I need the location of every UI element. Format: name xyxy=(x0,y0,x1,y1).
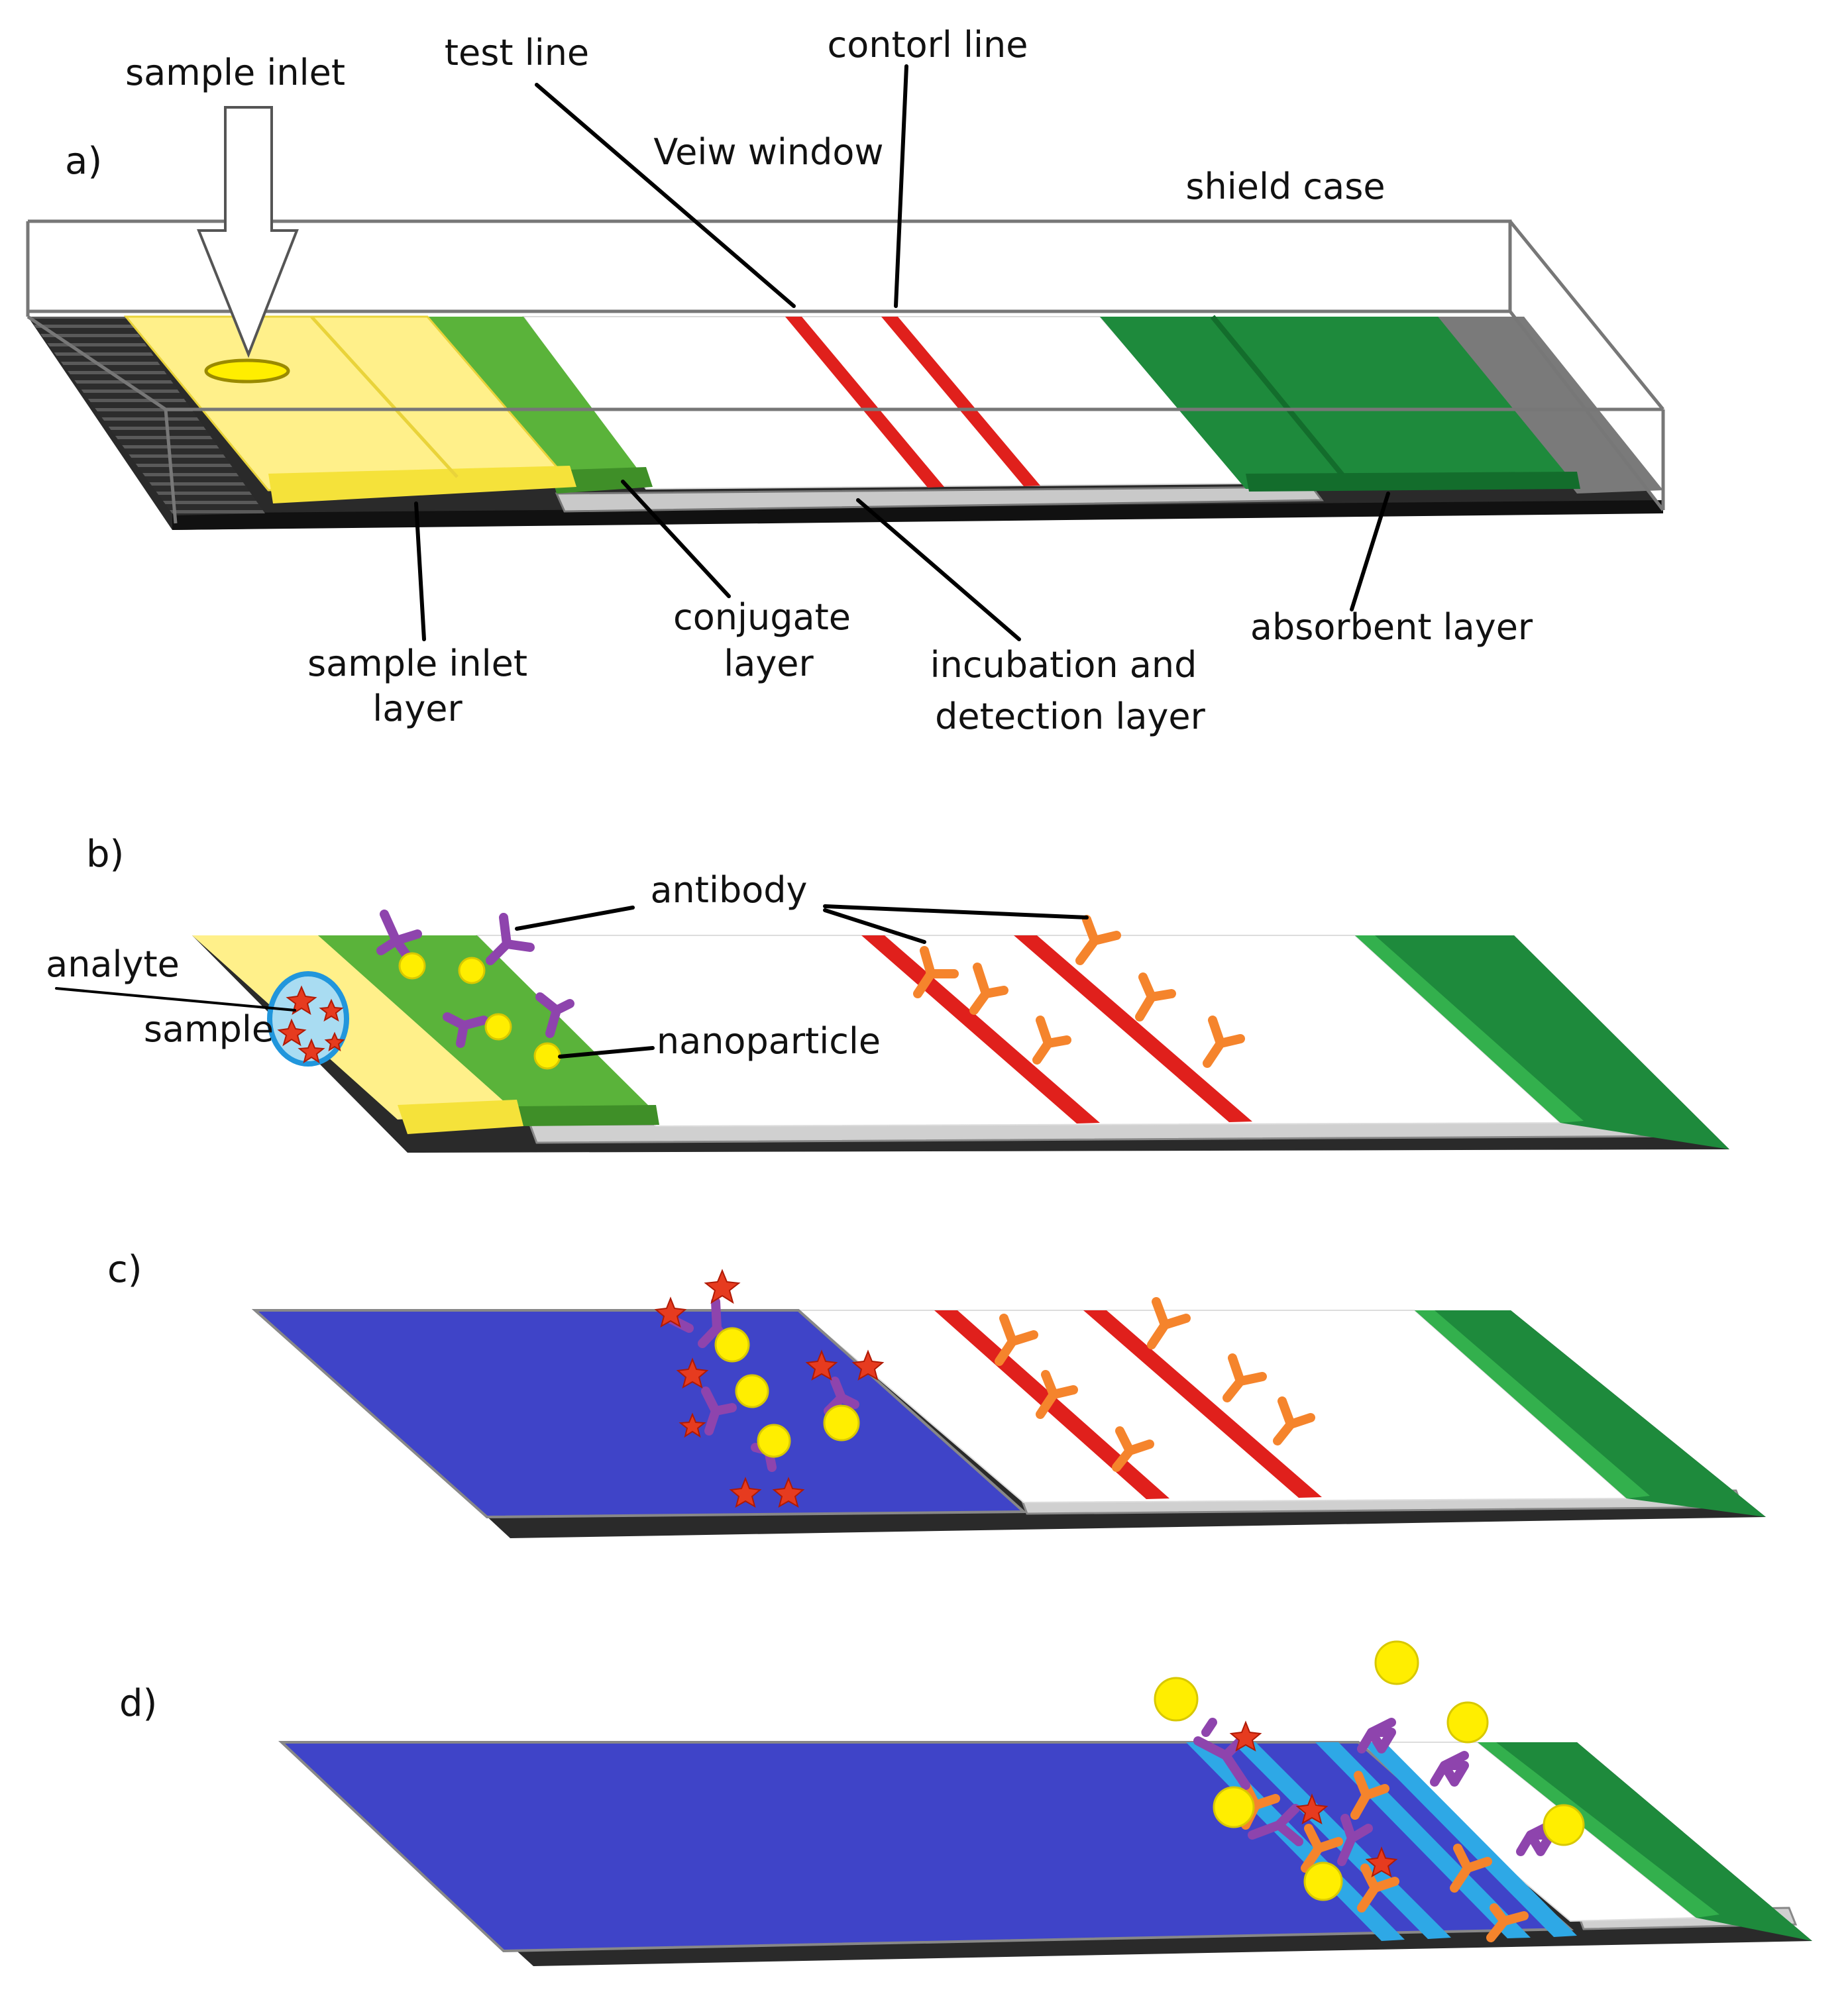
label-conjugate-layer-1: conjugate xyxy=(673,596,851,638)
leader-incubation-layer xyxy=(856,498,1021,641)
control-line-c xyxy=(1083,1310,1322,1498)
ridged-end xyxy=(28,317,265,515)
leader-antibody-control xyxy=(823,904,1089,919)
absorbent-pad-b xyxy=(1355,935,1729,1149)
absorbent-pad-d xyxy=(1478,1742,1812,1941)
analyte-stars-d xyxy=(1229,1720,1398,1878)
conjugate-pad xyxy=(427,317,646,486)
test-line xyxy=(785,317,944,488)
leader-antibody-conjugate xyxy=(515,906,635,931)
label-sample: sample xyxy=(144,1008,274,1050)
capture-antibodies-b xyxy=(913,915,1245,1068)
label-view-window: Veiw window xyxy=(653,131,883,173)
leader-sample-inlet-layer xyxy=(414,501,426,641)
panel-a: a) xyxy=(26,24,1665,737)
control-line xyxy=(881,317,1040,486)
absorbent-pad xyxy=(1100,317,1577,489)
absorbent-pad-c xyxy=(1415,1310,1766,1517)
label-control-line: contorl line xyxy=(828,24,1028,66)
label-antibody: antibody xyxy=(650,869,807,911)
analyte-stars-b xyxy=(277,985,345,1064)
shield-case xyxy=(26,219,1665,524)
capture-antibodies-c xyxy=(995,1297,1315,1472)
panel-b-label: b) xyxy=(86,833,124,876)
panel-d: d) xyxy=(119,1640,1812,1966)
detection-antibodies-b xyxy=(376,910,574,1048)
nanoparticles-c xyxy=(714,1327,860,1458)
leader-analyte xyxy=(55,987,296,1012)
leader-absorbent-layer xyxy=(1350,492,1390,611)
label-sample-inlet-layer-1: sample inlet xyxy=(307,643,527,684)
leader-antibody-test xyxy=(823,908,926,944)
nanoparticles-d xyxy=(1154,1640,1585,1901)
label-test-line: test line xyxy=(445,32,589,74)
sample-pad-b xyxy=(192,935,517,1120)
sample-inlet-arrow xyxy=(197,106,299,358)
leader-nanoparticle xyxy=(558,1046,655,1059)
label-sample-inlet-layer-2: layer xyxy=(372,688,462,729)
end-piece xyxy=(1438,317,1663,494)
label-incubation-layer-1: incubation and xyxy=(930,644,1197,686)
label-incubation-layer-2: detection layer xyxy=(935,696,1205,737)
label-sample-inlet: sample inlet xyxy=(125,52,345,93)
panel-c: c) xyxy=(107,1248,1766,1538)
detection-antibodies-d xyxy=(1193,1718,1555,1866)
panel-c-label: c) xyxy=(107,1248,142,1291)
label-conjugate-layer-2: layer xyxy=(724,643,814,684)
sample-inlet-hole xyxy=(204,358,290,384)
label-analyte: analyte xyxy=(46,943,180,985)
analyte-stars-c xyxy=(654,1269,885,1508)
nanoparticles-b xyxy=(398,952,561,1070)
label-absorbent-layer: absorbent layer xyxy=(1250,606,1533,648)
panel-a-label: a) xyxy=(65,140,102,183)
control-line-b xyxy=(1014,935,1252,1122)
label-nanoparticle: nanoparticle xyxy=(657,1020,881,1062)
panel-b: b) xyxy=(46,833,1729,1153)
panel-d-label: d) xyxy=(119,1682,157,1725)
leader-conjugate-layer xyxy=(621,480,731,598)
backing-strip xyxy=(555,486,1324,513)
label-shield-case: shield case xyxy=(1185,166,1385,207)
leader-control-line xyxy=(894,64,908,308)
leader-test-line xyxy=(535,83,796,308)
